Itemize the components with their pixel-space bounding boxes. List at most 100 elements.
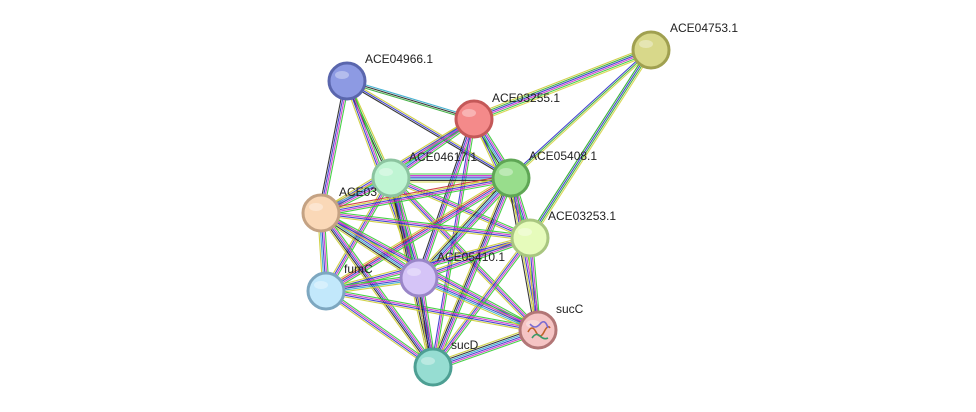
edge-line xyxy=(531,51,654,240)
node-label: ACE04753.1 xyxy=(670,21,738,35)
edge-line xyxy=(420,119,477,279)
node-circle[interactable] xyxy=(454,99,494,139)
edge-line xyxy=(347,79,513,178)
edge-ace05408-1-sucd xyxy=(429,176,515,369)
edge-line xyxy=(419,239,532,281)
edge-ace03255-1-ace05410-1 xyxy=(416,118,477,279)
edge-line xyxy=(419,276,539,330)
edge-line xyxy=(320,177,512,214)
node-circle[interactable] xyxy=(631,30,671,70)
edge-line xyxy=(472,45,650,116)
node-ace04966-1[interactable]: ACE04966.1 xyxy=(327,52,433,101)
node-highlight xyxy=(499,168,513,176)
edge-line xyxy=(327,180,513,295)
edge-line xyxy=(530,50,653,239)
edge-line xyxy=(322,81,350,214)
node-ace05410-1[interactable]: ACE05410.1 xyxy=(399,250,505,298)
node-circle[interactable] xyxy=(491,158,531,198)
node-label: sucC xyxy=(556,302,584,316)
node-highlight xyxy=(518,228,532,236)
node-circle[interactable] xyxy=(518,310,558,350)
edge-line xyxy=(325,177,512,292)
node-circle[interactable] xyxy=(510,218,550,258)
node-circle[interactable] xyxy=(399,258,439,298)
edge-line xyxy=(418,236,530,278)
node-ace03255-1[interactable]: ACE03255.1 xyxy=(454,91,560,139)
edge-line xyxy=(320,213,530,240)
edge-line xyxy=(419,119,476,279)
edge-line xyxy=(346,82,474,122)
edge-line xyxy=(321,180,512,217)
node-label: ACE05410.1 xyxy=(437,250,505,264)
edge-line xyxy=(527,48,650,237)
node-circle[interactable] xyxy=(301,193,341,233)
node-sucd[interactable]: sucD xyxy=(413,338,479,387)
edge-line xyxy=(391,177,539,330)
node-succ[interactable]: sucC xyxy=(518,302,584,350)
edge-ace05408-1-fumc xyxy=(324,174,513,295)
node-label: ACE03253.1 xyxy=(548,209,616,223)
edge-line xyxy=(326,288,539,329)
edge-line xyxy=(435,179,515,369)
node-highlight xyxy=(462,109,476,117)
node-highlight xyxy=(309,203,323,211)
edge-line xyxy=(321,211,435,367)
edge-line xyxy=(432,177,512,368)
node-circle[interactable] xyxy=(413,347,453,387)
edge-line xyxy=(324,174,510,289)
node-circle[interactable] xyxy=(371,158,411,198)
node-highlight xyxy=(421,357,435,365)
node-ace04753-1[interactable]: ACE04753.1 xyxy=(631,21,738,70)
edge-line xyxy=(326,289,434,367)
node-highlight xyxy=(335,71,349,79)
node-layer: ACE04753.1ACE04966.1ACE03255.1ACE04617.1… xyxy=(301,21,738,387)
node-label: ACE03255.1 xyxy=(492,91,560,105)
edge-line xyxy=(346,80,475,120)
edge-ace03253-1-ace05410-1 xyxy=(417,235,532,281)
edge-line xyxy=(324,292,432,370)
edge-line xyxy=(325,291,433,369)
edge-ace04966-1-ace05408-1 xyxy=(345,79,513,180)
node-circle[interactable] xyxy=(306,271,346,311)
edge-line xyxy=(416,118,473,278)
edge-line xyxy=(433,238,532,368)
edge-line xyxy=(420,274,540,328)
edge-ace05410-1-succ xyxy=(417,274,540,334)
node-ace03253-1[interactable]: ACE03253.1 xyxy=(510,209,616,258)
node-circle[interactable] xyxy=(327,61,367,101)
node-ace03[interactable]: ACE03 xyxy=(301,185,377,233)
edge-line xyxy=(509,48,651,178)
node-label: ACE03 xyxy=(339,185,377,199)
edge-line xyxy=(320,174,511,211)
edge-line xyxy=(347,78,475,118)
edge-ace04753-1-ace05408-1 xyxy=(509,48,653,180)
edge-line xyxy=(319,213,433,369)
edge-line xyxy=(319,80,347,213)
edge-line xyxy=(417,280,537,334)
edge-line xyxy=(419,238,531,280)
node-label: ACE04966.1 xyxy=(365,52,433,66)
node-highlight xyxy=(407,268,421,276)
edge-line xyxy=(323,210,437,366)
edge-line xyxy=(416,176,510,277)
node-ace05408-1[interactable]: ACE05408.1 xyxy=(491,149,597,198)
edge-ace03-ace03253-1 xyxy=(320,210,531,241)
node-ace04617-1[interactable]: ACE04617.1 xyxy=(371,150,477,198)
protein-structure-icon xyxy=(527,320,551,340)
edge-line xyxy=(320,175,511,212)
edge-ace04753-1-ace03255-1 xyxy=(472,45,653,124)
node-highlight xyxy=(379,168,393,176)
node-fumc[interactable]: fumC xyxy=(306,262,373,311)
edge-line xyxy=(321,211,531,238)
edge-line xyxy=(318,80,346,213)
edge-line xyxy=(475,53,653,124)
edge-line xyxy=(321,179,512,216)
edge-line xyxy=(431,177,511,367)
edge-line xyxy=(388,179,537,333)
edge-line xyxy=(472,47,651,118)
edge-ace03-sucd xyxy=(317,210,437,370)
edge-line xyxy=(321,210,531,237)
edge-line xyxy=(326,289,539,330)
edge-line xyxy=(433,178,513,368)
